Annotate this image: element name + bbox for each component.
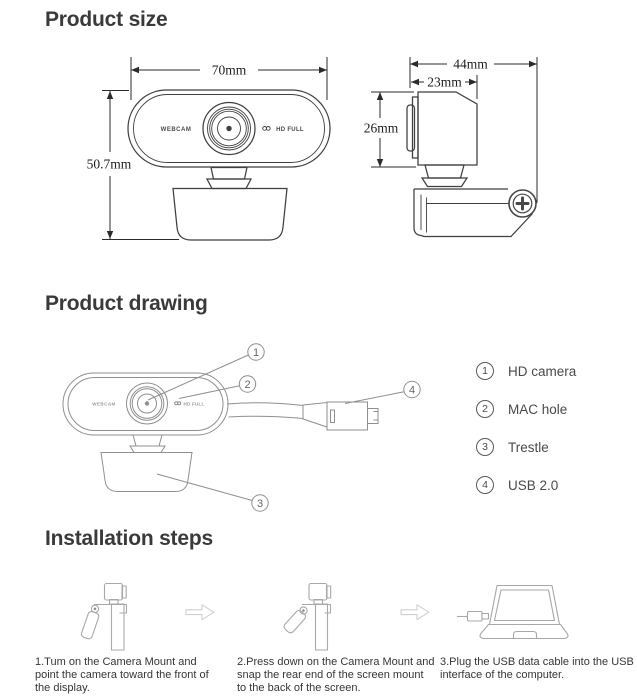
legend-number-badge: 1 — [476, 362, 494, 380]
drawing-neck — [132, 434, 163, 447]
front-base — [172, 187, 288, 241]
drawing-body-inner — [67, 377, 224, 431]
callout-1: 1 — [147, 343, 265, 401]
product-size-title: Product size — [45, 8, 168, 31]
installation-steps-title: Installation steps — [45, 527, 213, 550]
front-collar — [205, 178, 253, 190]
step-3-caption: 3.Plug the USB data cable into the USB i… — [440, 656, 634, 681]
step-arrow-1 — [185, 604, 215, 621]
callout-4-number: 4 — [409, 385, 415, 397]
body-depth-dimension-label: 23mm — [427, 75, 462, 90]
side-view-drawing: 44mm 23mm 26mm — [364, 57, 538, 238]
legend-label: MAC hole — [508, 401, 568, 417]
legend-item-hd-camera: 1 HD camera — [476, 362, 576, 380]
step-2-caption: 2.Press down on the Camera Mount and sna… — [237, 656, 435, 694]
front-brand-text: WEBCAM — [161, 127, 192, 133]
product-drawing-figure: WEBCAM HD FULL 1 — [62, 343, 421, 512]
legend-item-usb: 4 USB 2.0 — [476, 476, 576, 494]
webcam-front-body-inner — [133, 94, 325, 163]
height-dimension-label: 50.7mm — [87, 157, 132, 172]
legend-number-badge: 4 — [476, 476, 494, 494]
side-camera-body — [417, 91, 478, 166]
drawing-brand-text: WEBCAM — [92, 402, 116, 407]
front-view-drawing: 70mm 50.7mm WEBCAM — [87, 57, 331, 241]
drawing-legend: 1 HD camera 2 MAC hole 3 Trestle 4 USB 2… — [476, 362, 576, 514]
height-dimension-50-7mm: 50.7mm — [87, 90, 179, 240]
callout-3-number: 3 — [257, 498, 263, 510]
front-led-icon — [262, 126, 271, 131]
width-dimension-label: 70mm — [212, 63, 247, 78]
legend-label: USB 2.0 — [508, 477, 559, 493]
drawing-usb-cable — [226, 401, 379, 431]
depth-dimension-label: 44mm — [453, 57, 488, 72]
side-neck — [424, 164, 465, 179]
side-clamp-mount — [413, 188, 537, 238]
side-height-dimension-26mm: 26mm — [364, 91, 416, 168]
drawing-led-icon — [174, 401, 182, 406]
clamp-screw-icon — [515, 196, 530, 211]
drawing-badge-text: HD FULL — [183, 402, 204, 407]
callout-2-number: 2 — [244, 379, 250, 391]
drawing-collar — [129, 445, 166, 453]
depth-dimension-44mm: 44mm — [409, 57, 538, 203]
front-neck — [210, 166, 248, 180]
callout-3: 3 — [156, 473, 269, 512]
side-collar — [420, 177, 469, 188]
callout-2: 2 — [178, 375, 257, 399]
step-arrow-2 — [400, 604, 430, 621]
callout-1-number: 1 — [253, 347, 259, 359]
side-lens-plate — [411, 96, 419, 159]
legend-label: Trestle — [508, 439, 549, 455]
legend-item-mac-hole: 2 MAC hole — [476, 400, 576, 418]
step-1-caption: 1.Tum on the Camera Mount and point the … — [35, 656, 209, 694]
drawing-lens — [126, 382, 168, 425]
width-dimension-70mm: 70mm — [130, 57, 328, 100]
product-drawing-title: Product drawing — [45, 292, 208, 315]
step-2-illustration — [283, 582, 332, 651]
step-1-illustration — [80, 582, 128, 651]
step-3-illustration — [457, 584, 569, 640]
drawing-stand — [100, 452, 193, 492]
legend-number-badge: 3 — [476, 438, 494, 456]
body-depth-dimension-23mm: 23mm — [411, 75, 478, 99]
legend-label: HD camera — [508, 363, 577, 379]
front-badge-text: HD FULL — [276, 127, 304, 133]
legend-number-badge: 2 — [476, 400, 494, 418]
side-height-dimension-label: 26mm — [364, 121, 399, 136]
callout-4: 4 — [344, 380, 421, 404]
side-lens-barrel — [406, 104, 416, 152]
legend-item-trestle: 3 Trestle — [476, 438, 576, 456]
webcam-front-lens — [202, 101, 256, 156]
